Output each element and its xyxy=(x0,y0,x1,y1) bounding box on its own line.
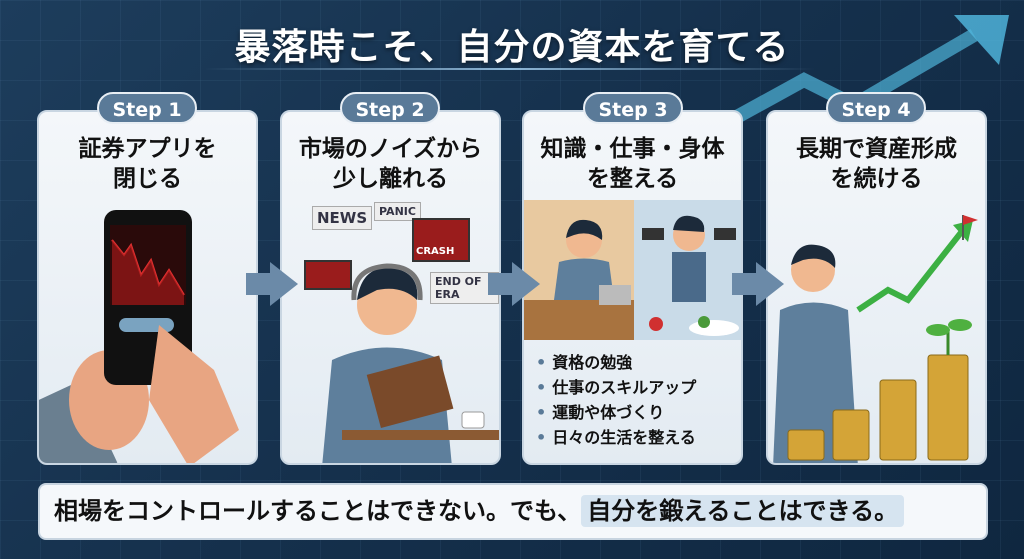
bottom-highlight: 自分を鍛えることはできる。 xyxy=(581,495,905,527)
list-item: 運動や体づくり xyxy=(536,400,696,425)
list-item: 仕事のスキルアップ xyxy=(536,375,696,400)
red-chart xyxy=(304,260,352,290)
phone-hand-illustration xyxy=(39,210,239,463)
list-item: 日々の生活を整える xyxy=(536,425,696,450)
step-1-card: 証券アプリを閉じる xyxy=(37,110,258,465)
step-3-list: 資格の勉強 仕事のスキルアップ 運動や体づくり 日々の生活を整える xyxy=(536,350,696,450)
title-divider xyxy=(205,68,815,70)
step-1-badge: Step 1 xyxy=(97,92,197,124)
step-4-title: 長期で資産形成を続ける xyxy=(796,136,957,192)
rising-arrow-icon xyxy=(700,15,1009,140)
step-arrow-2 xyxy=(488,262,540,306)
step-2-title: 市場のノイズから少し離れる xyxy=(298,136,483,192)
step-4-badge: Step 4 xyxy=(826,92,926,124)
step-3-badge: Step 3 xyxy=(583,92,683,124)
bottom-text: 相場をコントロールすることはできない。でも、 xyxy=(54,497,582,525)
growth-coins-illustration xyxy=(773,215,978,463)
step-arrow-3 xyxy=(732,262,784,306)
list-item: 資格の勉強 xyxy=(536,350,696,375)
bottom-message: 相場をコントロールすることはできない。でも、自分を鍛えることはできる。 xyxy=(38,483,988,540)
step-1-title: 証券アプリを閉じる xyxy=(78,136,217,192)
study-exercise-illustration xyxy=(524,200,741,340)
panic-paper: PANIC xyxy=(374,202,421,221)
news-paper: NEWS xyxy=(312,206,373,230)
end-of-era-paper: END OF ERA xyxy=(430,272,499,304)
crash-chart: CRASH xyxy=(412,218,470,262)
step-2-badge: Step 2 xyxy=(340,92,440,124)
page-title: 暴落時こそ、自分の資本を育てる xyxy=(234,27,790,68)
step-4-card: 長期で資産形成を続ける xyxy=(766,110,987,465)
step-2-card: 市場のノイズから少し離れる NEWS PANIC CRASH END OF ER… xyxy=(280,110,501,465)
step-3-title: 知識・仕事・身体を整える xyxy=(540,136,725,192)
step-arrow-1 xyxy=(246,262,298,306)
reading-person-illustration: NEWS PANIC CRASH END OF ERA xyxy=(282,200,499,463)
